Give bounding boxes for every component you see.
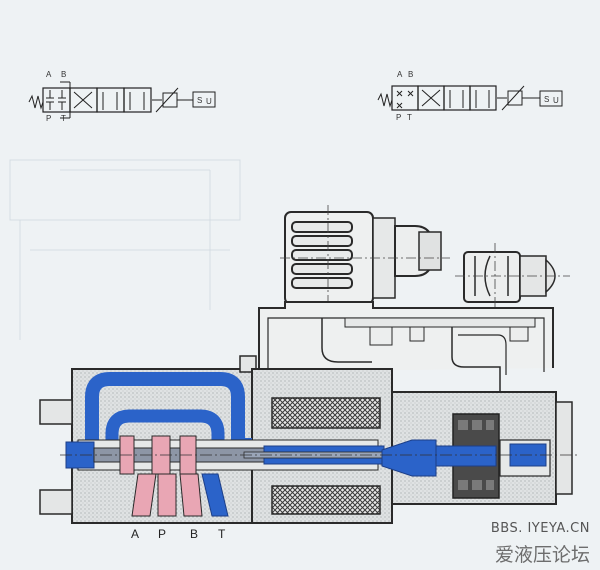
symbol-right-port-b: B bbox=[408, 70, 413, 79]
straight-flow-arrow-icon bbox=[102, 92, 118, 110]
port-label-p: P bbox=[158, 527, 166, 541]
symbol-box bbox=[391, 85, 419, 111]
transducer-coil-pattern bbox=[458, 420, 494, 490]
symbol-box bbox=[469, 85, 497, 111]
board-component bbox=[369, 326, 393, 346]
cross-flow-arrow-icon bbox=[73, 91, 93, 109]
valve-body-section bbox=[39, 355, 580, 524]
proportional-arrow-icon bbox=[497, 85, 525, 111]
internal-wiring bbox=[321, 318, 501, 427]
plug-grip-ribs bbox=[291, 221, 353, 289]
symbol-right-port-a: A bbox=[397, 70, 403, 79]
symbol-left-port-a: A bbox=[46, 70, 52, 79]
straight-flow-arrow-icon bbox=[129, 92, 145, 110]
tank-channel-outer bbox=[85, 372, 252, 465]
solenoid-icon bbox=[539, 90, 563, 107]
end-cap bbox=[555, 401, 573, 495]
housing-outline bbox=[258, 301, 554, 372]
port-p-channel bbox=[157, 473, 177, 517]
symbol-box bbox=[96, 87, 125, 113]
symbol-right-port-t: T bbox=[407, 113, 412, 122]
board-component bbox=[509, 326, 529, 342]
symbol-box bbox=[42, 87, 71, 113]
centerline bbox=[455, 243, 570, 309]
section-port-labels: A P B T bbox=[131, 527, 226, 541]
watermark-site-name: 爱液压论坛 bbox=[494, 544, 590, 566]
proportional-arrow-icon bbox=[152, 87, 179, 113]
internal-wiring bbox=[458, 334, 507, 375]
symbol-right-port-p: P bbox=[396, 113, 401, 122]
electronics-housing bbox=[258, 301, 554, 427]
symbol-right: A B P T S U bbox=[377, 70, 563, 122]
solenoid-s-glyph: S bbox=[197, 96, 202, 105]
solenoid-u-glyph: U bbox=[206, 97, 212, 106]
electronics-connector bbox=[455, 243, 570, 309]
coil-winding-bottom bbox=[271, 485, 381, 515]
transducer-rod-chamber bbox=[435, 445, 497, 467]
coil-winding-top bbox=[271, 397, 381, 429]
circuit-board bbox=[344, 317, 536, 328]
end-plug-top bbox=[39, 399, 73, 425]
symbol-left-port-p: P bbox=[46, 114, 51, 123]
spring-icon bbox=[377, 92, 393, 108]
port-t-channel bbox=[201, 473, 229, 517]
straight-flow-arrow-icon bbox=[449, 90, 464, 108]
symbol-left: A B P T S U bbox=[28, 70, 216, 123]
tank-channel-inner bbox=[105, 409, 225, 468]
blocked-ports-icon bbox=[46, 90, 66, 110]
port-a-channel bbox=[131, 473, 157, 517]
spring-icon bbox=[28, 94, 44, 110]
solenoid-icon bbox=[192, 91, 216, 108]
centerline bbox=[280, 205, 450, 305]
solenoid-u-glyph: U bbox=[553, 96, 559, 105]
throttle-ports-icon bbox=[396, 90, 414, 109]
symbol-left-port-b: B bbox=[61, 70, 66, 79]
background-ghost-lines bbox=[9, 159, 241, 340]
gland-nut bbox=[418, 231, 442, 271]
coil-plug-connector bbox=[280, 205, 450, 305]
armature-tip bbox=[381, 439, 437, 477]
solenoid-s-glyph: S bbox=[544, 95, 549, 104]
board-component bbox=[409, 326, 425, 342]
symbol-box bbox=[443, 85, 471, 111]
symbol-box bbox=[123, 87, 152, 113]
end-plug-bottom bbox=[39, 489, 73, 515]
port-label-t: T bbox=[218, 527, 226, 541]
watermark-url: BBS. IYEYA.CN bbox=[490, 521, 590, 536]
transducer-box bbox=[507, 90, 523, 106]
transducer-box bbox=[162, 92, 178, 108]
port-label-b: B bbox=[190, 527, 198, 541]
port-label-a: A bbox=[131, 527, 139, 541]
port-lines bbox=[60, 81, 71, 119]
straight-flow-arrow-icon bbox=[475, 90, 490, 108]
port-b-channel bbox=[179, 473, 203, 517]
cross-flow-arrow-icon bbox=[421, 89, 441, 107]
connector-housing bbox=[463, 251, 521, 303]
